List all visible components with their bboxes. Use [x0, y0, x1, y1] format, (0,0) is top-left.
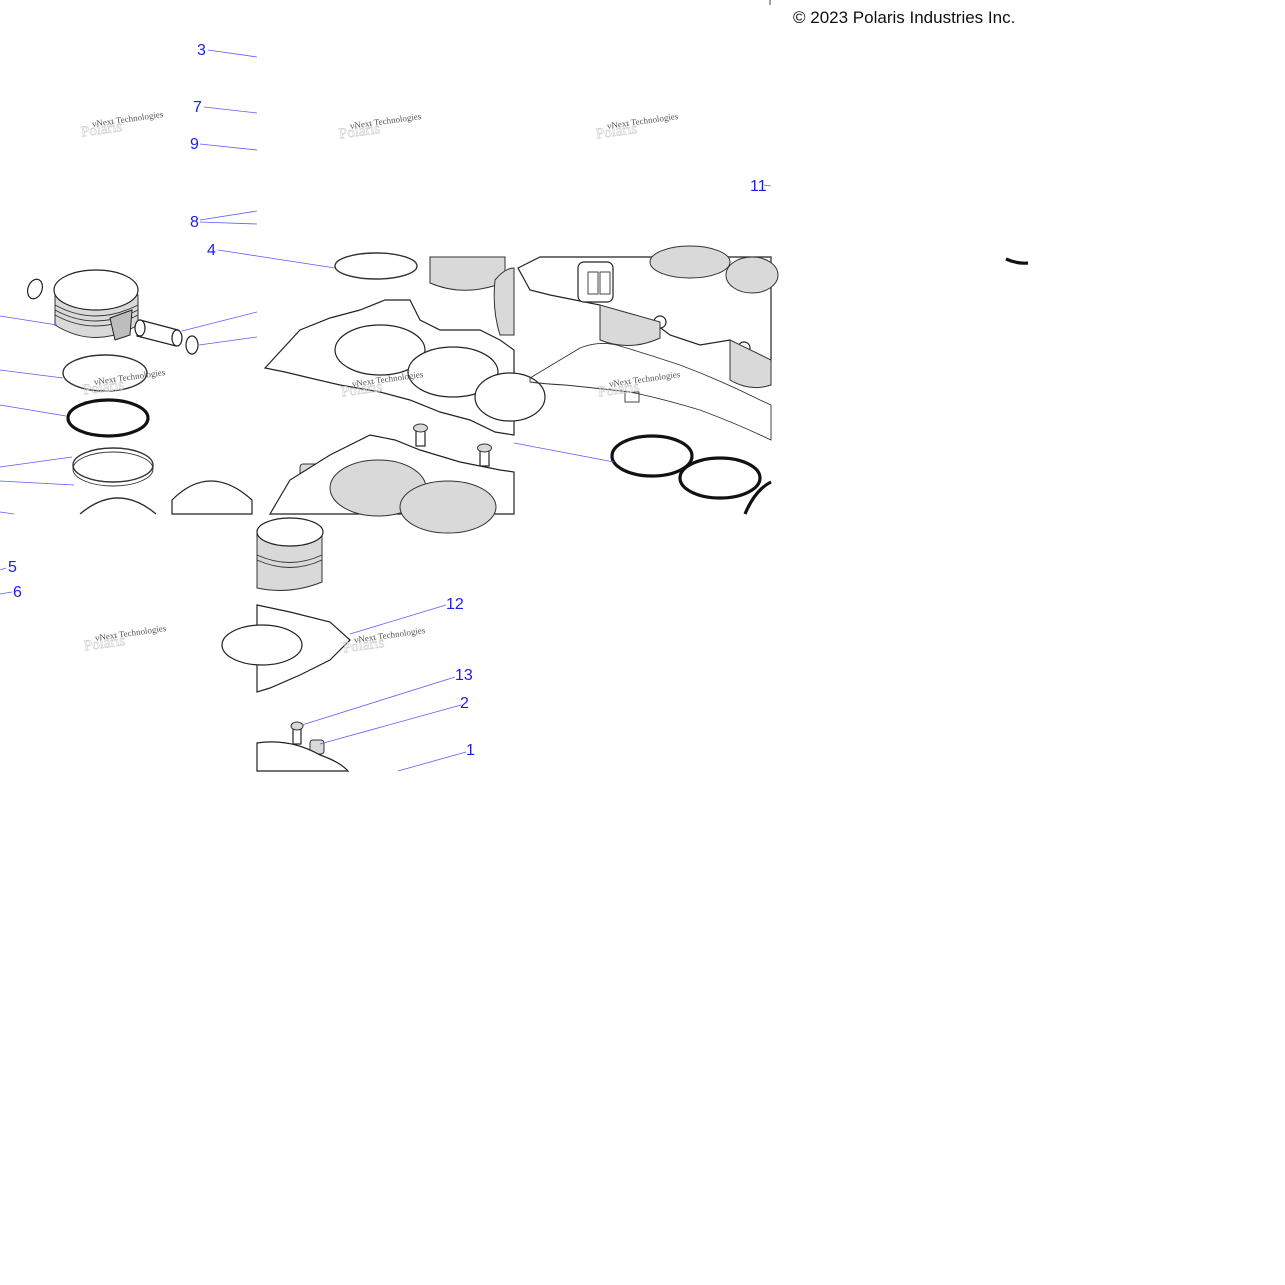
svg-text:Polaris: Polaris [82, 377, 126, 399]
manifold-gasket-ring-1 [610, 434, 694, 478]
callout-13: 13 [455, 667, 473, 684]
callout-6: 6 [13, 584, 22, 601]
callout-1: 1 [466, 742, 475, 759]
leader-lines [0, 49, 772, 772]
piston [53, 269, 139, 341]
cylinder-block-2 [256, 741, 350, 772]
watermark-text: vNext Technologies [606, 111, 679, 131]
piston-top-b [429, 256, 506, 291]
piston-ring-tile [0, 269, 258, 515]
lower-detail-tile [221, 517, 351, 772]
watermark-text: vNext Technologies [353, 625, 426, 645]
cylinder-head-tile [513, 245, 779, 515]
oil-ring [62, 354, 148, 392]
manifold-gasket-ring-2 [678, 456, 762, 500]
watermark-text: vNext Technologies [349, 111, 422, 131]
rail-ring-1 [72, 447, 154, 483]
piston-pin [134, 319, 183, 347]
exhaust-gasket [529, 343, 772, 441]
watermark-text: vNext Technologies [94, 623, 167, 643]
svg-text:Polaris: Polaris [340, 379, 384, 401]
watermark-text: vNext Technologies [91, 109, 164, 129]
callout-labels: 3 7 9 8 4 11 5 6 12 13 2 1 [8, 42, 767, 759]
head-bolt [413, 423, 428, 447]
callout-11: 11 [750, 178, 767, 195]
head-gasket-tile [263, 252, 546, 534]
piston-2 [171, 480, 253, 515]
head-bolt-2 [477, 443, 492, 467]
piston-pin-clip-2 [185, 335, 199, 355]
callout-9: 9 [190, 136, 199, 153]
callout-2: 2 [460, 695, 469, 712]
svg-text:Polaris: Polaris [597, 379, 641, 401]
svg-text:Polaris: Polaris [338, 121, 382, 143]
svg-text:Polaris: Polaris [595, 121, 639, 143]
callout-5: 5 [8, 559, 17, 576]
watermark-text: vNext Technologies [93, 367, 166, 387]
piston-pin-clip [26, 278, 44, 300]
rail-ring-2 [72, 451, 154, 487]
head-bolt-3 [290, 721, 304, 745]
ring-fragment [1005, 257, 1029, 265]
callout-8: 8 [190, 214, 199, 231]
callout-3: 3 [197, 42, 206, 59]
svg-text:Polaris: Polaris [80, 119, 124, 141]
callout-7: 7 [193, 99, 202, 116]
svg-text:Polaris: Polaris [83, 633, 127, 655]
ring-top [334, 252, 418, 280]
callout-4: 4 [207, 242, 216, 259]
compression-ring [66, 398, 150, 438]
watermark-text: vNext Technologies [608, 369, 681, 389]
expander-ring [79, 497, 157, 515]
callout-12: 12 [446, 596, 464, 613]
svg-text:Polaris: Polaris [342, 635, 386, 657]
copyright-text: © 2023 Polaris Industries Inc. [793, 8, 1016, 27]
